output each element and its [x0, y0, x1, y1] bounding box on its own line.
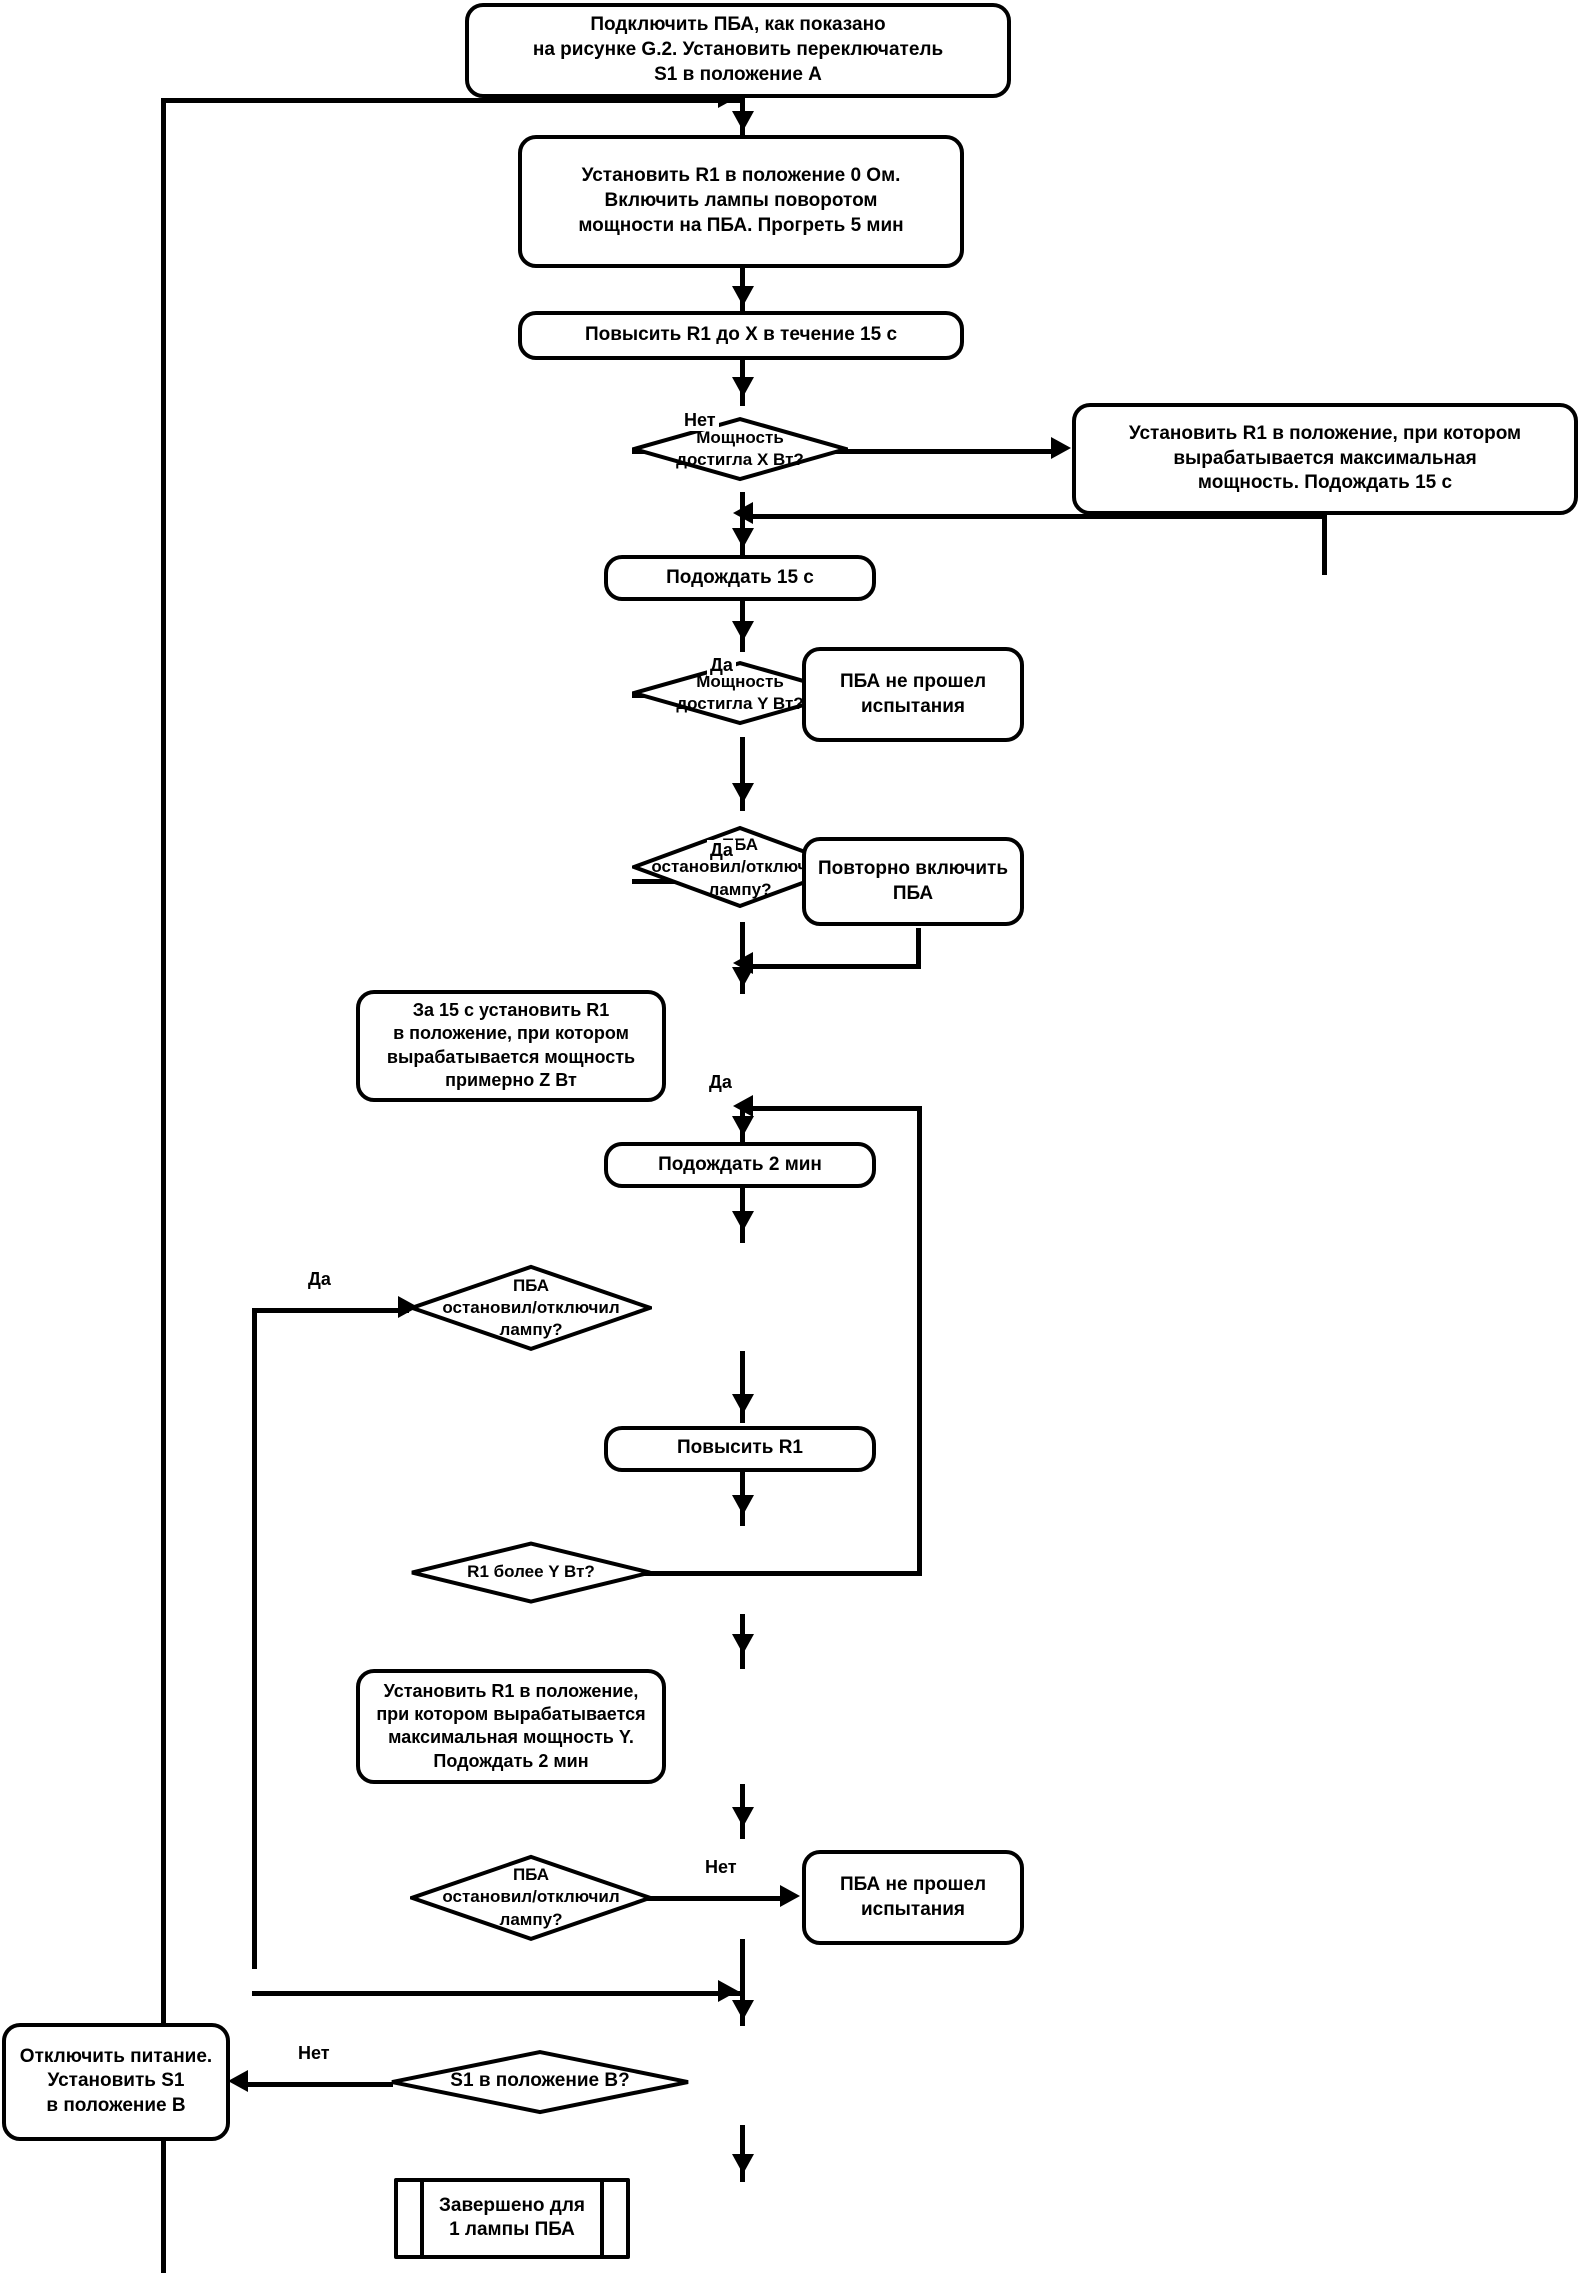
diamond-outline	[410, 1854, 652, 1941]
node-text: Повторно включить ПБА	[817, 858, 1008, 904]
arrow-n3-d1	[732, 376, 754, 397]
diamond-outline	[391, 2049, 689, 2114]
node-set-r1-max-power-y-wait2min[interactable]: Установить R1 в положение, при котором в…	[356, 1668, 666, 1784]
node-text: ПБА не прошел испытания	[839, 671, 987, 717]
node-set-r1-zero-warmup[interactable]: Установить R1 в положение 0 Ом. Включить…	[518, 135, 964, 268]
node-text: Установить R1 в положение, при котором в…	[1128, 422, 1522, 494]
connector-d6-n12	[632, 1896, 784, 1902]
arrow-d5-n11	[732, 1634, 754, 1655]
decision-ballast-stopped-lamp-1[interactable]: ПБА остановил/отключил лампу?	[632, 808, 848, 926]
diamond-outline	[411, 1541, 651, 1604]
node-restart-ballast[interactable]: Повторно включить ПБА	[802, 837, 1024, 927]
arrow-d4-yes	[398, 1296, 418, 1319]
node-wait-15s[interactable]: Подождать 15 с	[604, 555, 876, 602]
decision-label: ПБА остановил/отключил лампу?	[651, 835, 829, 899]
edge-label-d7-no: Нет	[295, 2042, 333, 2064]
decision-label: ПБА остановил/отключил лампу?	[442, 1865, 620, 1929]
node-ballast-failed-test-1[interactable]: ПБА не прошел испытания	[802, 647, 1024, 743]
arrow-n11-d6	[732, 1806, 754, 1827]
diamond-outline	[632, 416, 848, 481]
connector-n7-down	[916, 927, 921, 969]
decision-power-reached-x[interactable]: Мощность достигла X Вт?	[632, 403, 848, 495]
node-wait-2min-1[interactable]: Подождать 2 мин	[604, 1142, 876, 1189]
edge-label-d2-yes: Да	[707, 654, 736, 676]
edge-label-d3-yes: Да	[707, 840, 736, 862]
connector-d5-yes-up	[917, 1106, 922, 1576]
diamond-outline	[410, 1264, 652, 1351]
node-text: Завершено для 1 лампы ПБА	[438, 2194, 586, 2241]
node-text: За 15 с установить R1 в положение, при к…	[386, 1000, 636, 1091]
decision-s1-in-position-b[interactable]: S1 в положение B?	[390, 2036, 690, 2128]
decision-ballast-stopped-lamp-2[interactable]: ПБА остановил/отключил лампу?	[410, 1246, 652, 1370]
decision-label: ПБА остановил/отключил лампу?	[442, 1275, 620, 1339]
connector-d7-n14	[740, 2124, 745, 2183]
node-text: Установить R1 в положение, при котором в…	[376, 1680, 646, 1771]
arrow-n2-n3	[732, 286, 754, 307]
arrow-d5-yes-back	[733, 1094, 753, 1117]
connector-n4-back	[740, 513, 1327, 519]
decision-power-reached-y[interactable]: Мощность достигла Y Вт?	[632, 647, 848, 739]
connector-return-outer-horizontal	[161, 97, 743, 103]
node-text: Установить R1 в положение 0 Ом. Включить…	[578, 165, 904, 236]
node-power-off-set-s1-b[interactable]: Отключить питание. Установить S1 в полож…	[2, 2022, 230, 2141]
arrow-n10-d5	[732, 1494, 754, 1515]
connector-n7-back	[740, 963, 921, 969]
edge-label-d4-yes: Да	[305, 1268, 334, 1290]
connector-return-outer-vertical	[161, 97, 166, 2273]
decision-label: Мощность достигла Y Вт?	[676, 672, 804, 714]
arrow-d7-n13	[228, 2070, 248, 2093]
connector-inner-rail-to-d7	[252, 1991, 742, 1997]
node-raise-r1-to-x[interactable]: Повысить R1 до X в течение 15 с	[518, 310, 964, 360]
node-text: Отключить питание. Установить S1 в полож…	[19, 2045, 213, 2116]
node-text: Повысить R1	[677, 1437, 803, 1459]
node-text: Подождать 2 мин	[658, 1153, 822, 1175]
arrow-d7-n14	[732, 2153, 754, 2174]
connector-d5-yes-right	[632, 1570, 922, 1576]
connector-d6-d7	[740, 1939, 745, 2026]
connector-d7-n13	[240, 2081, 393, 2087]
arrow-d6-d7	[732, 1999, 754, 2020]
arrow-d2-d3	[732, 782, 754, 803]
node-text: Подключить ПБА, как показано на рисунке …	[532, 14, 944, 85]
node-set-r1-max-power-wait15[interactable]: Установить R1 в положение, при котором в…	[1072, 402, 1578, 515]
node-text: ПБА не прошел испытания	[839, 1873, 987, 1920]
decision-ballast-stopped-lamp-3[interactable]: ПБА остановил/отключил лампу?	[410, 1836, 652, 1960]
edge-label-d1-no: Нет	[681, 410, 719, 431]
node-connect-ballast[interactable]: Подключить ПБА, как показано на рисунке …	[465, 2, 1011, 98]
node-text: Подождать 15 с	[666, 566, 814, 588]
arrow-d6-n12	[780, 1884, 800, 1907]
decision-label: S1 в положение B?	[450, 2070, 630, 2092]
arrow-d1-n4	[1051, 437, 1071, 460]
connector-d2-d3	[740, 736, 745, 812]
arrow-n1-n2	[732, 110, 754, 131]
decision-r1-greater-than-y[interactable]: R1 более Y Вт?	[410, 1528, 652, 1617]
arrow-d3-n8	[732, 966, 754, 987]
arrow-n9-d4	[732, 1211, 754, 1232]
decision-label: Мощность достигла X Вт?	[676, 427, 804, 469]
connector-inner-rail-vertical	[252, 1307, 257, 1970]
node-raise-r1[interactable]: Повысить R1	[604, 1425, 876, 1472]
arrow-inner-rail-to-d7	[718, 1979, 738, 2002]
node-completed-for-one-lamp[interactable]: Завершено для 1 лампы ПБА	[394, 2178, 630, 2259]
node-set-r1-for-z-power[interactable]: За 15 с установить R1 в положение, при к…	[356, 989, 666, 1102]
node-text: Повысить R1 до X в течение 15 с	[584, 323, 898, 345]
edge-label-d5-yes: Да	[706, 1071, 735, 1093]
arrow-n5-d2	[732, 621, 754, 642]
decision-label: R1 более Y Вт?	[467, 1562, 595, 1582]
arrow-d4-n10	[732, 1394, 754, 1414]
connector-d4-n10	[740, 1350, 745, 1423]
arrow-n4-back	[733, 502, 753, 525]
node-ballast-failed-test-2[interactable]: ПБА не прошел испытания	[802, 1850, 1024, 1945]
connector-d5-yes-back	[740, 1106, 921, 1112]
arrow-n8-n9	[732, 1116, 754, 1137]
connector-n4-down	[1322, 515, 1327, 576]
connector-d1-n4	[632, 448, 1057, 454]
edge-label-d6-no: Нет	[702, 1857, 740, 1879]
connector-d4-yes-left	[252, 1307, 409, 1313]
arrow-d1-n5	[732, 527, 754, 548]
